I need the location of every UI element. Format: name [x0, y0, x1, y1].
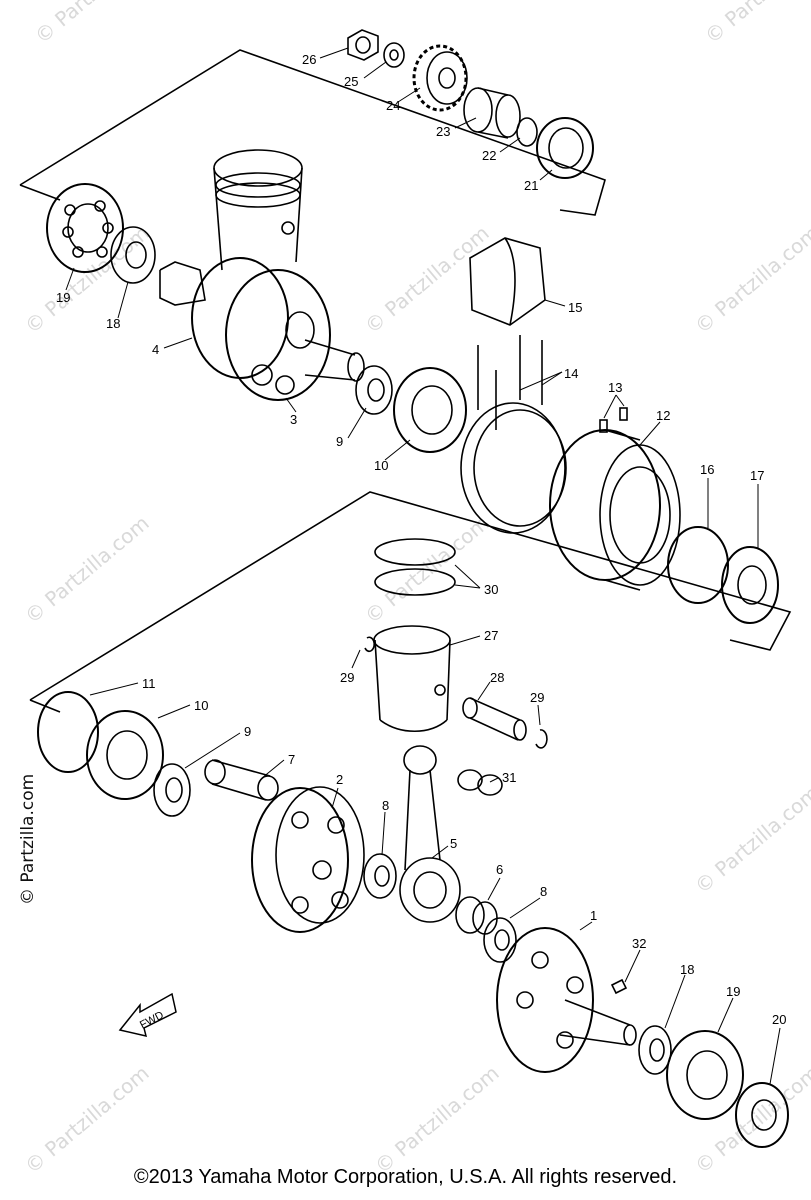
fwd-label: FWD	[138, 1009, 166, 1031]
part-11-o-ring	[37, 691, 99, 773]
part-9-washer-lower	[153, 763, 191, 817]
callout-7: 7	[288, 752, 295, 767]
part-10-bearing	[393, 367, 467, 453]
part-7-crank-pin	[204, 759, 279, 801]
part-4-crank-half	[159, 257, 289, 379]
part-14-studs	[477, 335, 543, 430]
callout-32: 32	[632, 936, 646, 951]
part-24-gear	[412, 44, 468, 112]
part-28-piston-pin	[462, 697, 527, 741]
part-2-crank-wheel	[251, 786, 365, 933]
part-15-bearing-insert	[469, 237, 546, 326]
part-29-clip	[364, 636, 375, 653]
callout-8-lower: 8	[540, 884, 547, 899]
callout-17: 17	[750, 468, 764, 483]
callout-18: 18	[106, 316, 120, 331]
part-26-nut	[347, 29, 379, 61]
callout-5: 5	[450, 836, 457, 851]
part-21-oil-seal	[536, 117, 594, 179]
callout-27: 27	[484, 628, 498, 643]
side-watermark: © Partzilla.com	[18, 773, 38, 905]
callout-9-lower: 9	[244, 724, 251, 739]
callout-20: 20	[772, 1012, 786, 1027]
callout-28: 28	[490, 670, 504, 685]
part-5-connecting-rod	[399, 745, 461, 923]
part-9-washer	[355, 365, 393, 415]
part-12-housing	[549, 429, 681, 591]
part-27-piston	[373, 625, 451, 732]
part-22-circlip	[516, 117, 538, 147]
piston-upper	[213, 149, 303, 271]
callout-25: 25	[344, 74, 358, 89]
callout-31: 31	[502, 770, 516, 785]
part-10-bearing-lower	[86, 710, 164, 800]
callout-9: 9	[336, 434, 343, 449]
callout-29-right: 29	[530, 690, 544, 705]
callout-26: 26	[302, 52, 316, 67]
callout-24: 24	[386, 98, 400, 113]
callout-2: 2	[336, 772, 343, 787]
part-8-thrust-washer	[363, 853, 397, 899]
fwd-arrow	[118, 992, 177, 1038]
part-30-piston-rings	[374, 538, 456, 596]
callout-12: 12	[656, 408, 670, 423]
callout-23: 23	[436, 124, 450, 139]
callout-8: 8	[382, 798, 389, 813]
copyright-text: ©2013 Yamaha Motor Corporation, U.S.A. A…	[133, 1166, 678, 1188]
part-16-o-ring	[667, 526, 729, 604]
callout-3: 3	[290, 412, 297, 427]
callout-19-lower: 19	[726, 984, 740, 999]
callout-labels: 26 25 24 23 22 21 19 18 4 3 15 14 9 10 1…	[56, 52, 786, 1032]
part-13-dowels	[599, 407, 628, 433]
callout-11: 11	[142, 676, 156, 691]
callout-4: 4	[152, 342, 159, 357]
part-31-small-end-bearing	[457, 769, 503, 796]
part-20-oil-seal	[735, 1082, 789, 1148]
part-25-washer	[383, 42, 405, 68]
part-6-big-end-bearing	[455, 896, 498, 935]
top-box-outline	[19, 49, 606, 216]
part-8-thrust-washer-lower	[483, 917, 517, 963]
leader-lines	[65, 47, 781, 1085]
callout-6: 6	[496, 862, 503, 877]
part-29-clip-right	[535, 729, 548, 749]
callout-15: 15	[568, 300, 582, 315]
callout-1: 1	[590, 908, 597, 923]
callout-16: 16	[700, 462, 714, 477]
callout-30: 30	[484, 582, 498, 597]
part-3-crank-half	[225, 269, 365, 401]
callout-13: 13	[608, 380, 622, 395]
part-17-seal	[721, 546, 779, 624]
callout-14: 14	[564, 366, 578, 381]
part-19-bearing-lower	[666, 1030, 744, 1120]
part-23-spacer	[463, 87, 521, 139]
callout-10-lower: 10	[194, 698, 208, 713]
part-19-bearing	[46, 183, 124, 273]
part-32-woodruff-key	[610, 978, 628, 995]
part-18-washer-lower	[638, 1025, 672, 1075]
part-1-crank-wheel	[496, 927, 637, 1073]
callout-10: 10	[374, 458, 388, 473]
part-18-washer	[110, 226, 156, 284]
callout-22: 22	[482, 148, 496, 163]
callout-21: 21	[524, 178, 538, 193]
callout-18-lower: 18	[680, 962, 694, 977]
lower-box-outline	[29, 491, 792, 701]
callout-29: 29	[340, 670, 354, 685]
callout-19: 19	[56, 290, 70, 305]
